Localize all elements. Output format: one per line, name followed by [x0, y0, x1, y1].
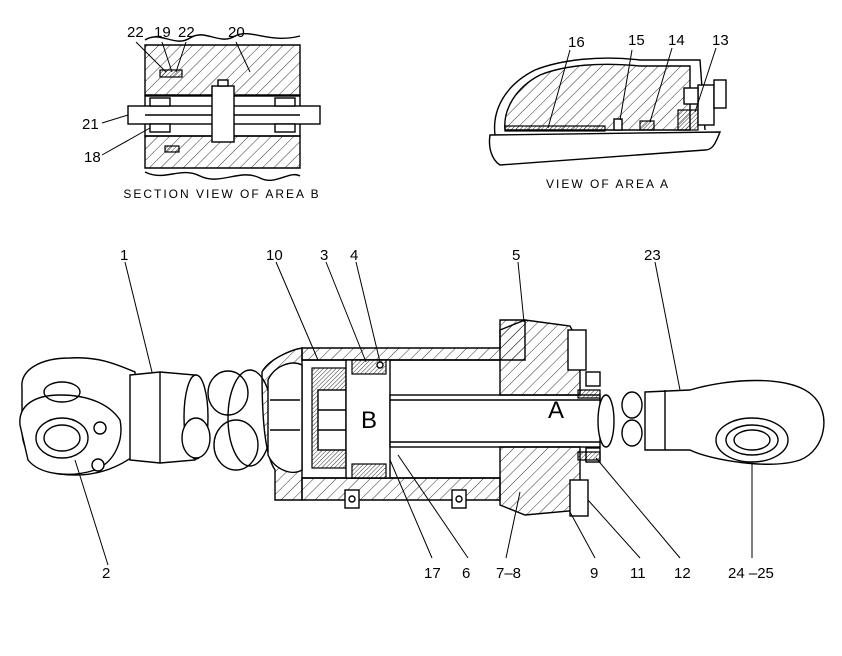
piston-assembly [311, 359, 391, 479]
callout-4: 4 [350, 247, 358, 264]
callout-5: 5 [512, 247, 520, 264]
callout-7-8: 7–8 [496, 565, 521, 582]
cylinder-barrel [301, 319, 526, 509]
callout-19: 19 [154, 24, 171, 41]
callout-10: 10 [266, 247, 283, 264]
callout-13: 13 [712, 32, 729, 49]
callout-15: 15 [628, 32, 645, 49]
callout-9: 9 [590, 565, 598, 582]
rod-gland [499, 319, 601, 517]
leader-lines [74, 261, 753, 566]
callout-22: 22 [178, 24, 195, 41]
section-view-area-b [101, 32, 321, 181]
callout-21: 21 [82, 116, 99, 133]
callout-11: 11 [630, 565, 646, 582]
cylinder-head [261, 347, 303, 501]
callout-16: 16 [568, 34, 585, 51]
callout-3: 3 [320, 247, 328, 264]
piston-rod [389, 394, 615, 448]
area-b-label: B [361, 407, 377, 434]
view-area-a [488, 47, 727, 166]
callout-20: 20 [228, 24, 245, 41]
right-rod-eye [621, 379, 825, 465]
callout-6: 6 [462, 565, 470, 582]
callout-23: 23 [644, 247, 661, 264]
section-view-caption: SECTION VIEW OF AREA B [123, 187, 320, 201]
callout-17: 17 [424, 565, 441, 582]
area-a-label: A [548, 397, 564, 424]
callout-1: 1 [120, 247, 128, 264]
callout-22: 22 [127, 24, 144, 41]
callout-2: 2 [102, 565, 110, 582]
left-connector [181, 369, 273, 471]
callout-24-25: 24 –25 [728, 565, 774, 582]
left-rod-end [19, 357, 209, 476]
callout-12: 12 [674, 565, 691, 582]
callout-18: 18 [84, 149, 101, 166]
callout-14: 14 [668, 32, 685, 49]
area-a-caption: VIEW OF AREA A [546, 177, 670, 191]
